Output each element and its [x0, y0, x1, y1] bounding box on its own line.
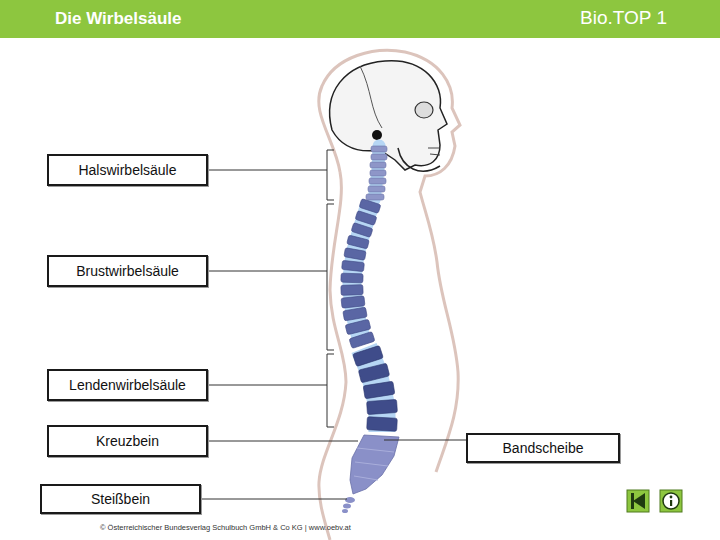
leader-line [201, 499, 347, 500]
cervical-vertebra [366, 194, 384, 200]
box-label: Halswirbelsäule [78, 162, 176, 178]
sacrum [350, 435, 399, 494]
region-bracket [327, 354, 334, 427]
thoracic-vertebra [355, 211, 377, 226]
copyright-note: © Österreichischer Bundesverlag Schulbuc… [100, 523, 351, 532]
thoracic-vertebra [341, 273, 363, 283]
back-button [627, 490, 649, 512]
thoracic-vertebra [351, 223, 373, 238]
region-bracket [327, 150, 334, 200]
coccyx [345, 497, 355, 503]
leader-line [384, 440, 466, 441]
thoracic-vertebra [343, 307, 367, 321]
cervical-vertebra [370, 170, 386, 176]
thoracic-vertebra [341, 285, 363, 296]
cervical-vertebra [369, 178, 386, 184]
back-outline [319, 172, 346, 540]
info-button [660, 490, 682, 512]
cervical-vertebra [368, 186, 385, 192]
thoracic-vertebra [349, 332, 375, 349]
leader-line [208, 170, 327, 171]
teeth [428, 148, 440, 155]
lumbar-vertebra [367, 417, 398, 432]
thoracic-vertebra [344, 248, 366, 261]
label-box: Lendenwirbelsäule [47, 369, 208, 401]
thoracic-vertebra [345, 319, 371, 335]
coccyx [342, 509, 348, 513]
body-outline [319, 50, 460, 472]
ear-opening [372, 130, 382, 140]
box-label: Bandscheibe [503, 440, 584, 456]
skull [330, 61, 447, 170]
leader-line [208, 441, 358, 442]
header-bar: Die Wirbelsäule Bio.TOP 1 [0, 0, 720, 38]
label-box: Kreuzbein [47, 425, 208, 457]
label-box: Halswirbelsäule [47, 154, 208, 186]
info-circle [663, 493, 679, 509]
sacrum-lines [354, 448, 394, 480]
thoracic-vertebra [359, 199, 381, 214]
thoracic-vertebra [341, 296, 365, 308]
thoracic-vertebra [347, 235, 370, 249]
label-box: Steißbein [40, 484, 201, 514]
box-label: Kreuzbein [96, 433, 159, 449]
label-box: Bandscheibe [466, 433, 620, 463]
coccyx [343, 504, 351, 509]
leader-line [208, 271, 327, 272]
lumbar-vertebra [358, 363, 389, 383]
cervical-vertebra [370, 162, 386, 168]
label-box: Brustwirbelsäule [47, 255, 208, 287]
jaw [398, 148, 440, 171]
region-bracket [327, 204, 334, 350]
lumbar-vertebra [353, 345, 384, 366]
cervical-vertebra [371, 146, 387, 152]
skull-suture [360, 66, 382, 128]
box-label: Brustwirbelsäule [76, 263, 179, 279]
box-label: Lendenwirbelsäule [69, 377, 186, 393]
leader-line [208, 385, 327, 386]
info-bar [670, 500, 672, 506]
box-label: Steißbein [91, 491, 150, 507]
info-dot [670, 496, 673, 499]
eye-orbit [415, 102, 433, 118]
page-title: Die Wirbelsäule [55, 9, 181, 29]
lumbar-vertebra [367, 399, 398, 414]
cervical-vertebra [371, 154, 387, 160]
book-label: Bio.TOP 1 [580, 7, 667, 29]
thoracic-vertebra [342, 260, 365, 271]
back-arrow [631, 493, 645, 509]
lumbar-vertebra [363, 381, 395, 399]
